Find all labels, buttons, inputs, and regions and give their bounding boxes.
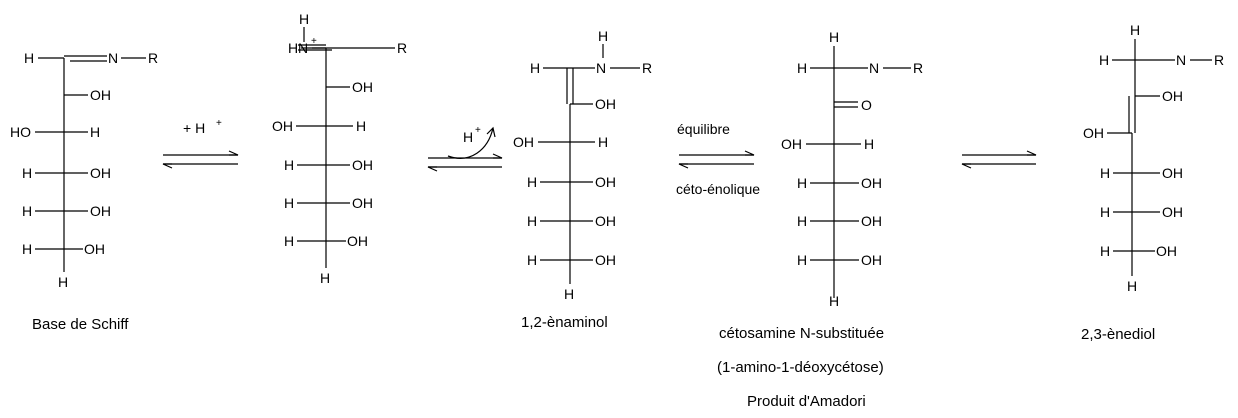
atom-label: H (1100, 165, 1110, 181)
atom-label: OH (352, 195, 373, 211)
atom-label: H (58, 274, 68, 290)
atom-label: OH (595, 174, 616, 190)
atom-label: H (1100, 243, 1110, 259)
structure-protonated-schiff-base: H H N + R OH OH H H OH H OH H OH H (272, 11, 407, 286)
atom-label: H (356, 118, 366, 134)
atom-label: OH (513, 134, 534, 150)
atom-label: H (90, 124, 100, 140)
atom-label: H (1127, 278, 1137, 294)
structure-ketosamine: H H N R O OH H H OH H OH H OH H (781, 29, 923, 309)
arrow-label: H (463, 129, 473, 145)
atom-label: OH (861, 213, 882, 229)
atom-label: OH (90, 203, 111, 219)
atom-label: OH (1083, 125, 1104, 141)
atom-label: H (1100, 204, 1110, 220)
atom-label: N (298, 40, 308, 56)
caption-ketosamine: cétosamine N-substituée (719, 325, 884, 342)
atom-label: OH (1162, 165, 1183, 181)
atom-label: H (22, 241, 32, 257)
atom-label: H (527, 174, 537, 190)
atom-label: H (564, 286, 574, 302)
caption-enediol: 2,3-ènediol (1081, 326, 1155, 343)
atom-label: OH (861, 175, 882, 191)
atom-label: OH (595, 96, 616, 112)
atom-label: H (284, 195, 294, 211)
atom-label: R (1214, 52, 1224, 68)
atom-label: OH (1156, 243, 1177, 259)
atom-label: N (1176, 52, 1186, 68)
atom-label: OH (1162, 204, 1183, 220)
atom-label: H (797, 252, 807, 268)
equilibrium-arrow-2: H + (427, 125, 503, 172)
equilibrium-arrow-1: + H + (162, 118, 239, 169)
atom-label: H (22, 203, 32, 219)
atom-label: H (320, 270, 330, 286)
caption-schiff-base: Base de Schiff (32, 316, 129, 333)
atom-label: H (527, 213, 537, 229)
atom-label: H (598, 134, 608, 150)
atom-label: H (288, 40, 298, 56)
atom-label: OH (781, 136, 802, 152)
atom-label: OH (352, 157, 373, 173)
atom-label: H (24, 50, 34, 66)
atom-label: H (1130, 22, 1140, 38)
atom-label: H (527, 252, 537, 268)
atom-label: H (829, 293, 839, 309)
atom-label: R (397, 40, 407, 56)
arrow-label: + H (183, 120, 205, 136)
atom-label: R (913, 60, 923, 76)
atom-label: OH (90, 87, 111, 103)
arrow-label-top: équilibre (677, 121, 730, 137)
atom-label: OH (352, 79, 373, 95)
atom-label: OH (1162, 88, 1183, 104)
atom-label: R (148, 50, 158, 66)
atom-label: OH (90, 165, 111, 181)
equilibrium-arrow-4 (961, 150, 1037, 169)
caption-enaminol: 1,2-ènaminol (521, 314, 608, 331)
caption-amadori-product: Produit d'Amadori (747, 393, 866, 410)
atom-label: OH (272, 118, 293, 134)
atom-label: H (864, 136, 874, 152)
atom-label: N (869, 60, 879, 76)
atom-label: H (284, 233, 294, 249)
atom-label: H (1099, 52, 1109, 68)
atom-label: OH (84, 241, 105, 257)
structure-schiff-base: H N R OH HO H H OH H OH H OH H (10, 50, 158, 290)
arrow-label-sup: + (216, 118, 222, 129)
atom-label: OH (595, 252, 616, 268)
equilibrium-arrow-3: équilibre céto-énolique (676, 121, 760, 197)
atom-label: HO (10, 124, 31, 140)
atom-label: R (642, 60, 652, 76)
atom-label: H (797, 175, 807, 191)
structure-enediol: H H N R OH OH H OH H OH H OH H (1083, 22, 1224, 294)
atom-label: OH (595, 213, 616, 229)
atom-label: H (530, 60, 540, 76)
atom-label: H (598, 28, 608, 44)
atom-label: O (861, 97, 872, 113)
atom-label: H (797, 213, 807, 229)
atom-label: H (22, 165, 32, 181)
atom-label: OH (347, 233, 368, 249)
arrow-label-bottom: céto-énolique (676, 181, 760, 197)
atom-label: H (797, 60, 807, 76)
atom-label: H (284, 157, 294, 173)
atom-charge: + (311, 36, 317, 47)
structure-enaminol: H H N R OH OH H H OH H OH H OH H (513, 28, 652, 302)
atom-label: N (596, 60, 606, 76)
atom-label: N (108, 50, 118, 66)
atom-label: OH (861, 252, 882, 268)
atom-label: H (299, 11, 309, 27)
caption-ketosamine-alt: (1-amino-1-déoxycétose) (717, 359, 884, 376)
atom-label: H (829, 29, 839, 45)
arrow-label-sup: + (475, 125, 481, 136)
